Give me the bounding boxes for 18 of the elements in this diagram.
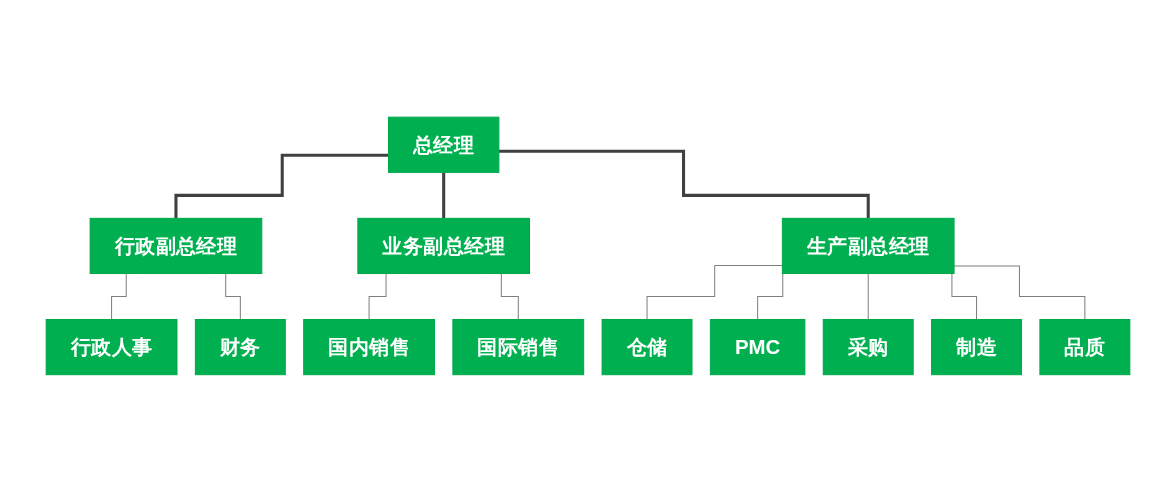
node-box: [388, 116, 500, 173]
connector: [498, 149, 870, 220]
connector: [646, 265, 783, 321]
node-box: [89, 217, 263, 275]
node-box: [194, 319, 286, 376]
node-box: [357, 217, 531, 275]
node-box: [452, 319, 585, 376]
connector: [867, 273, 869, 321]
connector: [174, 153, 389, 220]
node-box: [709, 319, 806, 376]
node-box: [781, 217, 955, 275]
node-box: [1039, 319, 1131, 376]
org-chart: 总经理 行政副总经理 业务副总经理 生产副总经理 行政人事 财务 国内销售 国际销售 仓储 PMC 采购 制造 品质: [38, 109, 1138, 383]
node-box: [931, 319, 1022, 376]
node-box: [45, 319, 178, 376]
node-box: [303, 319, 435, 376]
node-box: [601, 319, 693, 376]
node-box: [822, 319, 914, 376]
